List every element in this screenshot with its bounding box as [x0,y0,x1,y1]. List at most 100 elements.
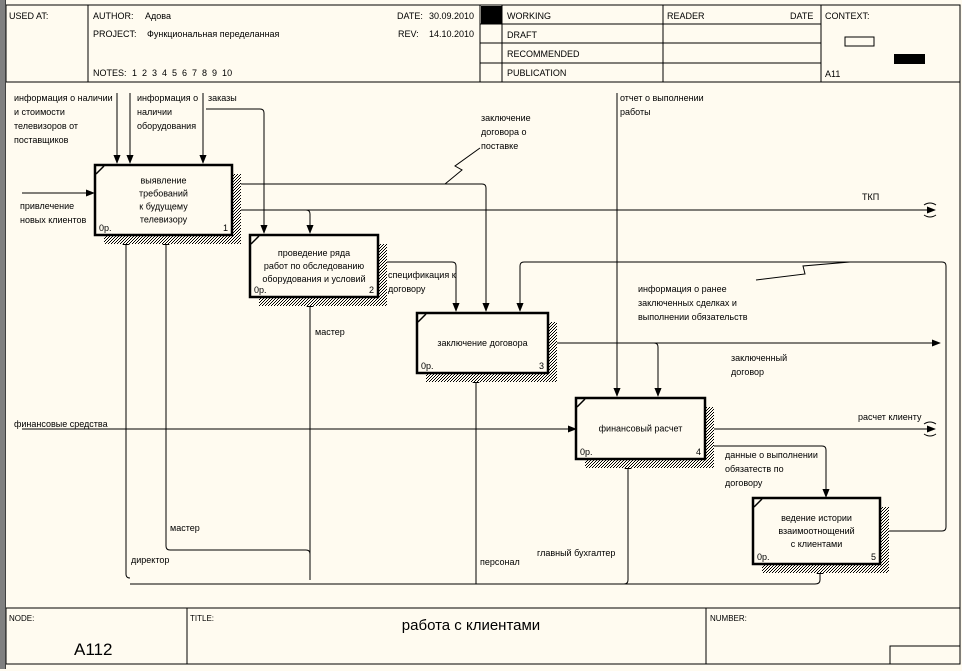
arrow-label-tkp: ТКП [862,192,879,202]
box-number: 2 [369,285,374,295]
arrow-label-supply-contract: поставке [481,141,518,151]
arrow-label-info-equipment: наличии [137,107,172,117]
arrow-label-master1: мастер [315,327,345,337]
box-label: требований [139,189,188,199]
arrow-label-client-payment: расчет клиенту [858,412,922,422]
squiggle-supply-contract [444,147,481,185]
tunnel-icon [923,421,937,425]
arrow-label-obligations: данные о выполнении [725,450,818,460]
author-value: Адова [145,11,171,21]
arrow-orders-box2[interactable] [206,108,268,234]
date-label: DATE: [397,11,423,21]
reader-label: READER [667,11,705,21]
tunnel-icon [923,214,937,218]
box-label: оборудования и условий [262,274,365,284]
status-working-indicator [481,6,502,24]
box-label: взаимоотнощений [778,526,854,536]
box-corner-mark [250,235,260,245]
box-cost: 0р. [254,285,267,295]
idef0-sheet: USED AT: AUTHOR: Адова PROJECT: Функцион… [5,0,962,669]
arrow-signed-contract-box4[interactable] [653,342,662,397]
author-label: AUTHOR: [93,11,134,21]
status-working: WORKING [507,11,551,21]
arrow-supply-contract[interactable] [232,183,490,312]
diagram-title: работа с клиентами [402,617,540,634]
arrow-label-new-clients: новых клиентов [20,215,87,225]
arrow-label-signed-contract: договор [731,367,764,377]
date-value: 30.09.2010 [429,11,474,21]
box-label: телевизору [140,215,188,225]
arrow-label-spec: договору [388,284,426,294]
arrow-label-spec: спецификация к [388,270,456,280]
status-publication: PUBLICATION [507,68,566,78]
status-recommended: RECOMMENDED [507,49,580,59]
box-number: 5 [871,552,876,562]
project-value: Функциональная переделанная [147,29,280,39]
box-cost: 0р. [421,361,434,371]
context-parent-box [844,36,875,47]
squiggle-prior-deals [755,261,851,281]
arrow-label-info-tv: поставщиков [14,135,69,145]
arrow-label-obligations: договору [725,478,763,488]
arrow-box1-to-box2[interactable] [305,209,314,234]
box-frame [751,496,882,566]
arrow-label-director: директор [131,555,169,565]
box-corner-mark [417,313,427,323]
notes-label: NOTES: [93,68,127,78]
notes-list[interactable]: 1 2 3 4 5 6 7 8 9 10 [132,68,232,78]
context-current-box [894,54,925,64]
arrow-label-info-equipment: информация о [137,93,198,103]
arrow-chief-accountant[interactable] [623,460,632,585]
arrow-label-info-tv: телевизоров от [14,121,78,131]
tunnel-icon [923,433,937,437]
box-corner-mark [576,398,586,408]
box-corner-mark [95,165,105,175]
box-cost: 0р. [580,447,593,457]
arrow-master-box1[interactable] [162,236,171,551]
arrow-label-personnel: персонал [480,557,520,567]
box-label: заключение договора [437,338,527,348]
arrow-label-new-clients: привлечение [20,201,74,211]
labels-layer: информация о наличии и стоимости телевизор… [14,93,922,567]
used-at-label: USED AT: [9,11,48,21]
arrow-label-orders: заказы [208,93,237,103]
boxes-layer: выявление требований к будущему телевизору 0… [93,163,889,573]
arrow-label-work-report: отчет о выполнении [620,93,704,103]
tunnel-marks [923,202,937,437]
arrow-obligations[interactable] [705,445,830,498]
box-label: выявление [141,176,187,186]
arrows-layer [22,93,947,585]
box-number: 3 [539,361,544,371]
window-left-border [0,0,6,669]
arrow-label-prior-deals: заключенных сделках и [638,298,737,308]
arrow-label-finance: финансовые средства [14,419,108,429]
arrow-label-info-tv: и стоимости [14,107,65,117]
box-frame [93,163,234,237]
arrow-spec[interactable] [378,261,460,312]
activity-box-3[interactable]: заключение договора 0р. 3 [415,311,557,382]
box-label: финансовый расчет [599,424,683,434]
number-label: NUMBER: [710,614,747,623]
header-frame [5,4,961,83]
arrow-personnel-box5[interactable] [130,565,824,585]
box-corner-mark [753,498,763,508]
context-label: CONTEXT: [825,11,870,21]
footer-frame [5,607,961,665]
arrow-label-chief-accountant: главный бухгалтер [537,548,615,558]
activity-box-4[interactable]: финансовый расчет 0р. 4 [574,396,714,468]
arrow-label-prior-deals: выполнении обязательств [638,312,748,322]
box-label: ведение истории [781,513,852,523]
arrow-label-supply-contract: договора о [481,127,527,137]
arrow-label-work-report: работы [620,107,651,117]
reader-date-label: DATE [790,11,813,21]
arrow-director[interactable] [122,236,131,579]
arrow-prior-deals[interactable] [516,261,947,532]
rev-label: REV: [398,29,419,39]
box-number: 4 [696,447,701,457]
arrow-label-master2: мастер [170,523,200,533]
box-label: к будущему [139,202,188,212]
idef0-diagram: USED AT: AUTHOR: Адова PROJECT: Функцион… [5,4,961,665]
